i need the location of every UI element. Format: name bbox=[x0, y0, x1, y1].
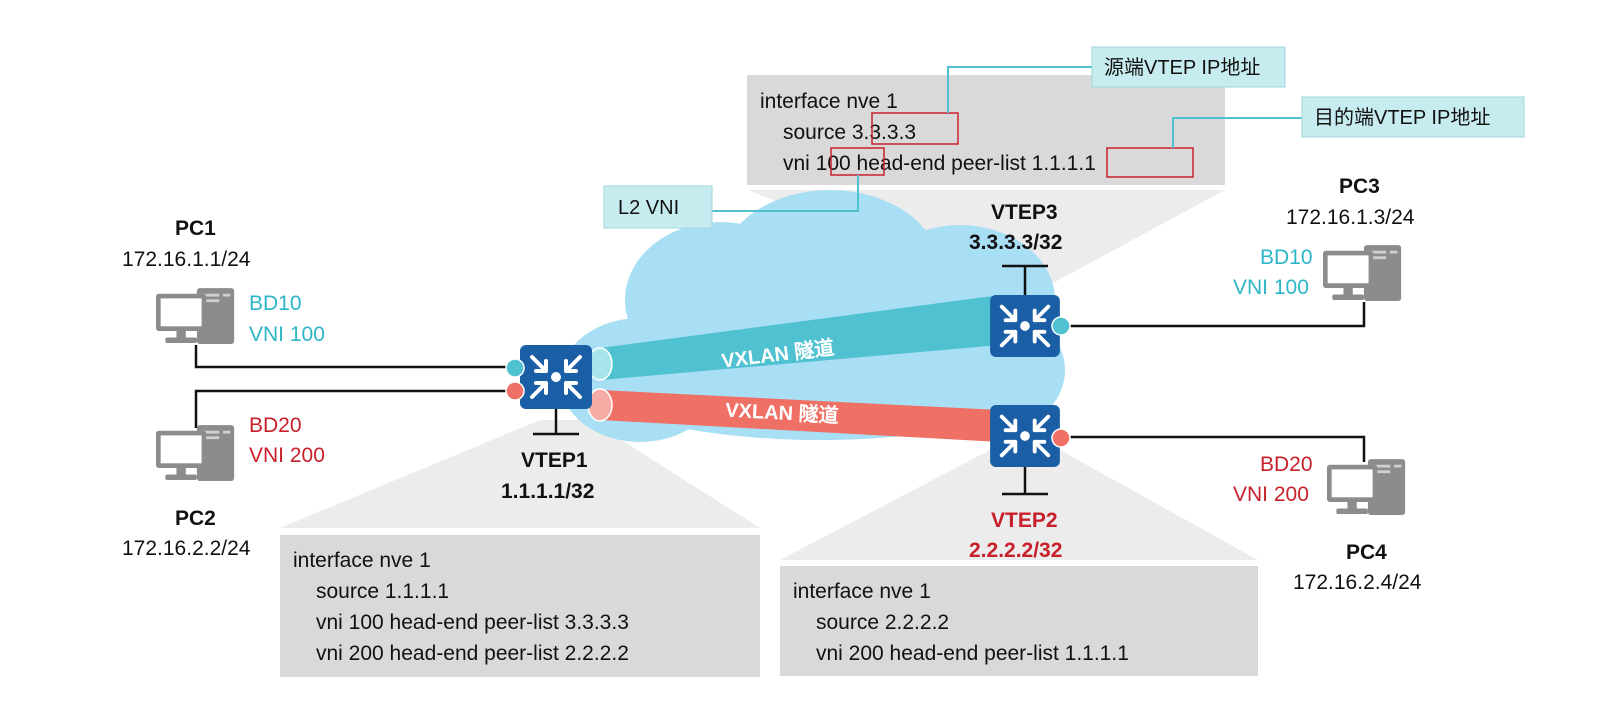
config-panel-top bbox=[747, 75, 1225, 185]
link-pc3-vtep3 bbox=[1060, 302, 1366, 328]
pc4-ip: 172.16.2.4/24 bbox=[1293, 571, 1422, 594]
pc1-vni: VNI 100 bbox=[249, 323, 325, 346]
pc1-bd: BD10 bbox=[249, 292, 302, 315]
vxlan-tunnel-red bbox=[600, 390, 1000, 442]
config-panel-left bbox=[280, 535, 760, 677]
pc2-name: PC2 bbox=[175, 507, 216, 530]
callout-line-src bbox=[947, 66, 1092, 113]
vtep1-ip: 1.1.1.1/32 bbox=[501, 480, 594, 503]
callout-box-l2vni bbox=[603, 185, 713, 229]
config-left-line-3: vni 100 head-end peer-list 3.3.3.3 bbox=[316, 611, 629, 634]
vtep2-loopback bbox=[1002, 467, 1048, 496]
vtep2-port-red bbox=[1051, 428, 1071, 448]
pc1-computer-icon[interactable] bbox=[156, 288, 235, 344]
pc2-vni: VNI 200 bbox=[249, 444, 325, 467]
vtep3-name: VTEP3 bbox=[991, 201, 1058, 224]
pc3-ip: 172.16.1.3/24 bbox=[1286, 206, 1415, 229]
right-projection bbox=[780, 450, 1258, 560]
vtep2-ip: 2.2.2.2/32 bbox=[969, 539, 1062, 562]
config-left-line-4: vni 200 head-end peer-list 2.2.2.2 bbox=[316, 642, 629, 665]
config-top-line-2: source 3.3.3.3 bbox=[783, 121, 916, 144]
vtep1-port-teal bbox=[505, 358, 525, 378]
pc2-ip: 172.16.2.2/24 bbox=[122, 537, 251, 560]
vtep2-switch-icon[interactable] bbox=[990, 405, 1060, 467]
pc1-ip: 172.16.1.1/24 bbox=[122, 248, 251, 271]
pc4-name: PC4 bbox=[1346, 541, 1387, 564]
pc1-name: PC1 bbox=[175, 217, 216, 240]
vtep1-port-red bbox=[505, 381, 525, 401]
callout-line-dst bbox=[1172, 117, 1302, 148]
config-right-line-3: vni 200 head-end peer-list 1.1.1.1 bbox=[816, 642, 1129, 665]
callout-box-src bbox=[1091, 46, 1286, 88]
highlight-source-ip bbox=[871, 112, 959, 145]
vtep3-switch-icon[interactable] bbox=[990, 295, 1060, 357]
callout-line-l2vni bbox=[712, 175, 859, 212]
vtep2-name: VTEP2 bbox=[991, 509, 1058, 532]
vtep1-loopback bbox=[533, 409, 579, 436]
vtep3-port-teal bbox=[1051, 316, 1071, 336]
config-left-line-2: source 1.1.1.1 bbox=[316, 580, 449, 603]
callout-l2vni: L2 VNI bbox=[618, 197, 679, 219]
callout-dst-vtep: 目的端VTEP IP地址 bbox=[1314, 106, 1490, 129]
link-pc4-vtep2 bbox=[1060, 435, 1366, 462]
pc4-vni: VNI 200 bbox=[1233, 483, 1309, 506]
vtep3-loopback bbox=[1002, 264, 1048, 295]
pc3-name: PC3 bbox=[1339, 175, 1380, 198]
pc3-vni: VNI 100 bbox=[1233, 276, 1309, 299]
pc4-computer-icon[interactable] bbox=[1327, 459, 1406, 515]
pc4-bd: BD20 bbox=[1260, 453, 1313, 476]
vxlan-tunnel-teal bbox=[600, 295, 1000, 380]
left-projection bbox=[280, 420, 760, 528]
link-pc2-vtep1 bbox=[194, 389, 515, 428]
pc2-bd: BD20 bbox=[249, 414, 302, 437]
callout-box-dst bbox=[1301, 96, 1525, 138]
link-pc1-vtep1 bbox=[194, 345, 515, 369]
pc2-computer-icon[interactable] bbox=[156, 425, 235, 481]
config-top-line-3: vni 100 head-end peer-list 1.1.1.1 bbox=[783, 152, 1096, 175]
config-left-line-1: interface nve 1 bbox=[293, 549, 431, 572]
vtep1-name: VTEP1 bbox=[521, 449, 588, 472]
highlight-peer-ip bbox=[1106, 147, 1194, 178]
config-panel-right bbox=[780, 566, 1258, 676]
vtep1-switch-icon[interactable] bbox=[520, 345, 592, 409]
config-right-line-1: interface nve 1 bbox=[793, 580, 931, 603]
pc3-bd: BD10 bbox=[1260, 246, 1313, 269]
callout-src-vtep: 源端VTEP IP地址 bbox=[1104, 56, 1260, 79]
pc3-computer-icon[interactable] bbox=[1323, 245, 1402, 301]
vtep3-ip: 3.3.3.3/32 bbox=[969, 231, 1062, 254]
config-top-line-1: interface nve 1 bbox=[760, 90, 898, 113]
config-right-line-2: source 2.2.2.2 bbox=[816, 611, 949, 634]
